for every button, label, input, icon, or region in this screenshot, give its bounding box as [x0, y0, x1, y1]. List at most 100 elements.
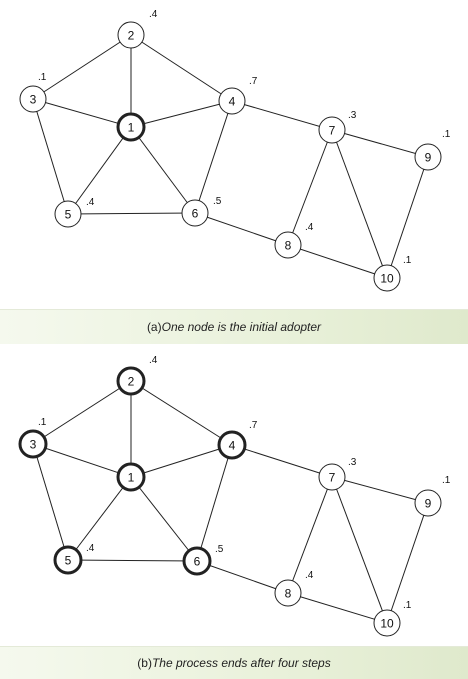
threshold-label-5: .4	[86, 197, 95, 208]
node-label-9: 9	[425, 151, 432, 165]
threshold-label-7: .3	[348, 110, 357, 121]
node-5: 5.4	[54, 197, 95, 228]
edge-6-8	[194, 212, 289, 246]
threshold-label-10: .1	[403, 600, 412, 611]
node-8: 8.4	[274, 570, 314, 607]
edge-2-3	[32, 34, 132, 100]
edge-1-6	[130, 126, 196, 214]
edge-3-5	[32, 443, 69, 561]
node-circle-6	[182, 546, 212, 576]
node-label-2: 2	[128, 375, 135, 389]
node-10: 10.1	[373, 600, 412, 637]
node-label-10: 10	[380, 617, 394, 631]
node-label-4: 4	[229, 95, 236, 109]
threshold-label-6: .5	[215, 544, 224, 555]
node-5: 5.4	[53, 543, 95, 575]
node-label-10: 10	[380, 272, 394, 286]
node-9: 9.1	[414, 129, 451, 171]
node-circle-4	[218, 87, 246, 115]
edge-2-3	[32, 380, 132, 445]
node-label-6: 6	[192, 207, 199, 221]
threshold-label-4: .7	[249, 76, 258, 87]
node-label-2: 2	[128, 29, 135, 43]
edge-5-6	[67, 212, 196, 215]
node-circle-2	[116, 366, 146, 396]
node-circle-8	[274, 579, 302, 607]
threshold-label-8: .4	[305, 222, 314, 233]
node-circle-9	[414, 143, 442, 171]
edge-1-5	[67, 476, 132, 561]
node-1: 1	[116, 112, 146, 142]
caption-a-text: One node is the initial adopter	[161, 320, 322, 334]
node-circle-3	[18, 429, 48, 459]
edge-7-9	[331, 476, 429, 504]
edge-7-8	[287, 129, 333, 246]
edge-7-10	[331, 476, 388, 624]
edge-1-5	[67, 126, 132, 215]
node-1: 1	[116, 462, 146, 492]
edge-1-6	[130, 476, 198, 562]
node-label-4: 4	[229, 439, 236, 453]
node-circle-9	[414, 489, 442, 517]
caption-a-prefix: (a)	[146, 320, 162, 334]
node-3: 3.1	[18, 417, 48, 459]
node-6: 6.5	[182, 544, 224, 576]
threshold-label-9: .1	[442, 129, 451, 140]
edge-7-8	[287, 476, 333, 594]
node-2: 2.4	[116, 355, 158, 396]
node-label-8: 8	[285, 587, 292, 601]
threshold-label-9: .1	[442, 475, 451, 486]
caption-b: (b) The process ends after four steps	[0, 646, 468, 679]
node-label-8: 8	[285, 239, 292, 253]
node-circle-1	[116, 112, 146, 142]
node-circle-8	[274, 231, 302, 259]
threshold-label-3: .1	[38, 72, 47, 83]
edge-4-7	[231, 100, 333, 131]
edge-1-4	[130, 100, 233, 128]
edge-3-5	[32, 98, 69, 215]
node-label-7: 7	[329, 471, 336, 485]
edge-6-8	[196, 560, 289, 594]
edge-4-6	[194, 100, 233, 214]
caption-b-prefix: (b)	[137, 656, 152, 670]
node-label-5: 5	[65, 554, 72, 568]
threshold-label-7: .3	[348, 457, 357, 468]
edge-1-4	[130, 444, 233, 478]
node-label-9: 9	[425, 497, 432, 511]
threshold-label-2: .4	[149, 355, 158, 366]
edge-9-10	[386, 156, 429, 279]
node-4: 4.7	[217, 420, 258, 460]
edge-5-6	[67, 559, 198, 562]
node-label-6: 6	[194, 555, 201, 569]
node-3: 3.1	[19, 72, 47, 113]
edges-a	[32, 34, 429, 279]
node-label-3: 3	[30, 93, 37, 107]
node-circle-10	[373, 609, 401, 637]
node-circle-2	[117, 21, 145, 49]
threshold-label-2: .4	[149, 9, 158, 20]
edge-7-9	[331, 129, 429, 158]
node-circle-6	[181, 199, 209, 227]
edge-4-6	[196, 444, 233, 562]
node-10: 10.1	[373, 255, 412, 292]
node-2: 2.4	[117, 9, 158, 49]
node-circle-1	[116, 462, 146, 492]
node-8: 8.4	[274, 222, 314, 259]
caption-b-text: The process ends after four steps	[151, 656, 331, 670]
edges-b	[32, 380, 429, 624]
caption-a: (a) One node is the initial adopter	[0, 309, 468, 344]
node-7: 7.3	[318, 110, 357, 144]
node-7: 7.3	[318, 457, 357, 491]
edge-2-4	[130, 34, 233, 102]
node-label-3: 3	[30, 438, 37, 452]
edge-9-10	[386, 502, 429, 624]
node-label-1: 1	[128, 471, 135, 485]
edge-2-4	[130, 380, 233, 446]
node-circle-3	[19, 85, 47, 113]
edge-3-1	[32, 443, 132, 478]
node-6: 6.5	[181, 196, 222, 227]
threshold-label-8: .4	[305, 570, 314, 581]
edge-7-10	[331, 129, 388, 279]
node-label-5: 5	[65, 208, 72, 222]
